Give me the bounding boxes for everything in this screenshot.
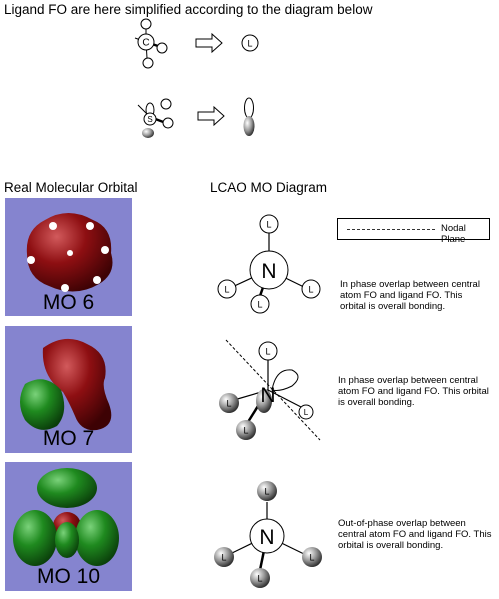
center-atom-symbol: N [260, 384, 275, 407]
mo-10-render: MO 10 [5, 462, 132, 591]
ligand-circle: L [241, 34, 259, 52]
svg-text:L: L [304, 408, 309, 417]
svg-text:L: L [243, 426, 248, 436]
svg-text:L: L [224, 285, 229, 295]
p-orbital-icon [243, 97, 255, 136]
mo-7-lobes [20, 338, 112, 431]
svg-text:L: L [266, 220, 271, 230]
lcao-diagram-mo10: L L L L N [214, 481, 322, 588]
center-atom-symbol: N [259, 526, 274, 549]
svg-text:L: L [247, 39, 252, 49]
nodal-plane-legend: Nodal Plane [337, 218, 490, 245]
simplification-diagram: C L S [134, 18, 259, 138]
svg-text:L: L [265, 347, 270, 357]
lcao-diagrams: L L L L N L L L L N L L [214, 214, 322, 588]
svg-text:L: L [221, 553, 226, 563]
page-title: Ligand FO are here simplified according … [4, 2, 373, 17]
mo-7-render: MO 7 [5, 326, 132, 453]
real-orbital-heading: Real Molecular Orbital [4, 180, 138, 195]
svg-text:L: L [257, 574, 262, 584]
arrow-icon [195, 32, 223, 54]
description-mo7: In phase overlap between central atom FO… [338, 375, 489, 408]
svg-text:L: L [309, 553, 314, 563]
carbon-fragment: C [134, 18, 168, 69]
arrow-icon [197, 105, 225, 127]
mo-6-lobes [26, 213, 113, 292]
mo-label: MO 10 [36, 565, 101, 588]
nodal-plane-line [225, 339, 321, 441]
center-atom-symbol: N [261, 260, 276, 283]
carbon-symbol: C [142, 38, 149, 49]
svg-text:L: L [264, 487, 269, 497]
sulfur-symbol: S [147, 115, 152, 124]
mo-10-lobes [13, 468, 119, 566]
mo-label: MO 6 [42, 291, 95, 314]
legend-dashed-line [347, 229, 435, 230]
svg-text:L: L [308, 285, 313, 295]
legend-label: Nodal Plane [441, 223, 466, 245]
svg-text:L: L [257, 300, 262, 310]
svg-text:L: L [226, 399, 231, 409]
description-mo10: Out-of-phase overlap between central ato… [338, 518, 492, 551]
lcao-diagram-mo6: L L L L N [217, 214, 321, 314]
mo-label: MO 7 [42, 427, 95, 450]
lcao-heading: LCAO MO Diagram [210, 180, 328, 195]
description-mo6: In phase overlap between central atom FO… [340, 279, 480, 312]
mo-6-render: MO 6 [5, 198, 132, 316]
sulfur-fragment: S [137, 98, 174, 138]
lcao-diagram-mo7: L L L L N [219, 339, 321, 441]
